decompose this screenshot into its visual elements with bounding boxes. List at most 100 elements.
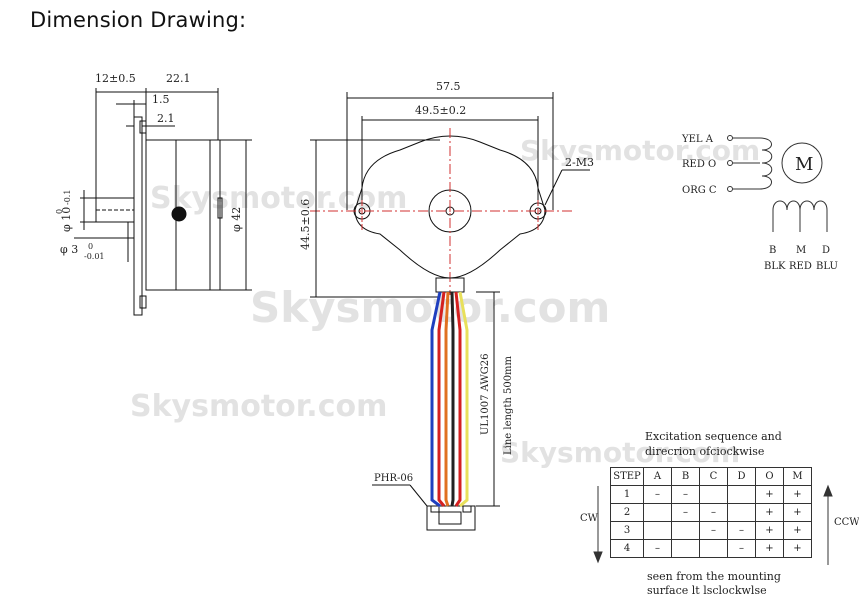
dim-phi10-tol-hi: 0 [55, 209, 64, 214]
table-cell: – [727, 539, 756, 558]
table-cell: 2 [610, 503, 644, 522]
front-view-labels: 57.5 49.5±0.2 44.5±0.6 2-M3 UL1007 AWG26… [299, 80, 594, 484]
table-cell: – [671, 503, 700, 522]
cable-wire [437, 291, 446, 507]
table-cell: + [783, 485, 812, 504]
table-row: 1 – – + + [610, 485, 812, 504]
table-cell [699, 485, 728, 504]
table-header: D [727, 467, 756, 486]
pin-m: M [796, 245, 806, 256]
watermark-bottom: Skysmotor.com [500, 436, 740, 469]
pin-b: B [769, 245, 776, 256]
excitation-caption-1: Excitation sequence and [645, 430, 782, 443]
dim-body-length: 22.1 [166, 72, 191, 85]
dim-shaft-length: 12±0.5 [95, 72, 136, 85]
excitation-captions: Excitation sequence and direcrion ofcioc… [580, 430, 859, 597]
watermark-right: Skysmotor.com [520, 134, 760, 167]
table-header: M [783, 467, 812, 486]
cable-grommet [435, 277, 465, 293]
table-cell: 3 [610, 521, 644, 540]
cw-label: CW [580, 513, 599, 524]
cable-wire [454, 291, 462, 507]
table-cell: + [755, 539, 784, 558]
table-cell: + [783, 539, 812, 558]
cable-bundle [430, 291, 469, 508]
dim-phi10: φ 10 [60, 207, 73, 232]
watermark-main: Skysmotor.com [250, 283, 610, 332]
dim-flange-height: 44.5±0.6 [299, 199, 312, 250]
cable-wire [430, 291, 442, 508]
dim-hole-spacing: 49.5±0.2 [415, 104, 466, 117]
table-header: STEP [610, 467, 644, 486]
cw-arrow-icon [593, 551, 603, 564]
dim-phi3-tol-lo: -0.01 [84, 252, 105, 261]
side-view-labels: 12±0.5 22.1 1.5 2.1 φ 42 φ 10 0 -0.1 φ 3… [55, 72, 243, 261]
table-cell: 1 [610, 485, 644, 504]
table-header: C [699, 467, 728, 486]
dim-phi3: φ 3 [60, 243, 78, 256]
flange-tab-bottom [139, 295, 147, 309]
front-view [310, 92, 590, 531]
side-view [74, 88, 252, 316]
wiring-schematic [727, 135, 828, 232]
excitation-table: STEP A B C D O M 1 – – + + 2 – [610, 467, 812, 558]
dim-flange-width: 57.5 [436, 80, 461, 93]
hole-label: 2-M3 [565, 156, 594, 169]
color-blk: BLK [764, 261, 786, 272]
color-red: RED [789, 261, 812, 272]
flange-tab-top [139, 120, 147, 134]
table-row: 2 – – + + [610, 503, 812, 522]
motor-body [145, 139, 221, 291]
color-blu: BLU [816, 261, 838, 272]
watermarks: Skysmotor.com Skysmotor.com Skysmotor.co… [130, 134, 760, 469]
dim-phi42: φ 42 [230, 207, 243, 232]
table-cell: – [727, 521, 756, 540]
table-cell: – [699, 521, 728, 540]
table-cell [643, 503, 672, 522]
table-cell: – [699, 503, 728, 522]
table-cell [671, 539, 700, 558]
table-cell [727, 485, 756, 504]
coil-top [759, 137, 773, 190]
table-cell [699, 539, 728, 558]
ccw-label: CCW [834, 517, 859, 528]
cable-spec: UL1007 AWG26 [480, 353, 491, 435]
excitation-footer-2: surface lt lsclockwlse [647, 584, 767, 597]
wire-yel: YEL A [681, 134, 714, 145]
dim-phi3-tol-hi: 0 [88, 242, 93, 251]
excitation-footer-1: seen from the mounting [647, 570, 781, 583]
dim-1-5: 1.5 [152, 93, 170, 106]
table-cell: – [643, 539, 672, 558]
table-cell: – [643, 485, 672, 504]
cable-wire [458, 291, 469, 508]
excitation-caption-2: direcrion ofciockwise [645, 445, 764, 458]
cable-wire [450, 291, 455, 507]
rotor-center [171, 206, 187, 222]
table-row: 3 – – + + [610, 521, 812, 540]
table-cell: + [755, 503, 784, 522]
table-header: B [671, 467, 700, 486]
flange-plate [133, 116, 143, 316]
table-cell: 4 [610, 539, 644, 558]
table-cell [671, 521, 700, 540]
table-row: 4 – – + + [610, 539, 812, 558]
dim-phi10-tol-lo: -0.1 [63, 190, 72, 205]
page-title: Dimension Drawing: [30, 8, 247, 32]
ccw-arrow-icon [823, 484, 833, 497]
table-header-row: STEP A B C D O M [610, 467, 812, 486]
table-cell [643, 521, 672, 540]
motor-symbol [781, 142, 823, 184]
table-cell: + [783, 503, 812, 522]
table-cell: + [755, 485, 784, 504]
cable-length: Line length 500mm [503, 355, 514, 455]
table-cell: + [783, 521, 812, 540]
schematic-labels: YEL A RED O ORG C M B M D BLK RED BLU [681, 134, 838, 272]
table-header: A [643, 467, 672, 486]
table-cell [727, 503, 756, 522]
table-cell: + [755, 521, 784, 540]
wire-red: RED O [682, 159, 716, 170]
phr-connector [426, 505, 476, 531]
motor-symbol-label: M [795, 154, 813, 175]
